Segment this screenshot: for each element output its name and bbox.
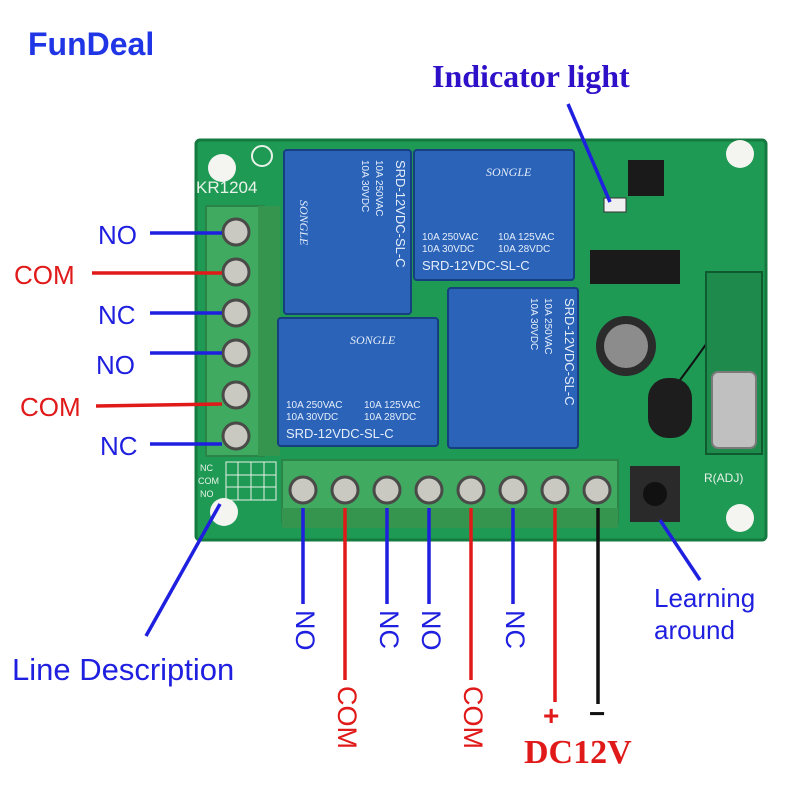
crystal <box>711 371 757 449</box>
minus-sign: − <box>589 698 606 729</box>
indicator-light-label: Indicator light <box>432 58 630 94</box>
relay-4: SRD-12VDC-SL-C 10A 250VAC 10A 30VDC <box>447 287 579 449</box>
left-screw-1 <box>221 217 251 247</box>
left-label-no-2: NO <box>96 350 135 380</box>
left-pointer-lines <box>92 231 223 446</box>
svg-text:10A 30VDC: 10A 30VDC <box>359 160 370 212</box>
left-label-no-1: NO <box>98 220 137 250</box>
svg-text:10A 30VDC: 10A 30VDC <box>422 244 474 255</box>
line-description-label: Line Description <box>12 652 235 687</box>
left-screw-4 <box>221 338 251 368</box>
svg-text:SONGLE: SONGLE <box>297 200 311 246</box>
svg-text:10A 28VDC: 10A 28VDC <box>498 244 550 255</box>
capacitor <box>596 316 656 376</box>
plus-sign: + <box>543 700 560 731</box>
svg-text:10A 30VDC: 10A 30VDC <box>286 412 338 423</box>
left-screw-5 <box>221 380 251 410</box>
left-screw-3 <box>221 298 251 328</box>
mounting-hole-bottom-right <box>726 504 754 532</box>
svg-text:10A 250VAC: 10A 250VAC <box>542 298 553 355</box>
bottom-label-no-2: NO <box>416 610 446 651</box>
ic-chip <box>590 160 680 284</box>
power-label: DC12V <box>524 734 632 771</box>
adj-silkscreen: R(ADJ) <box>704 471 743 485</box>
relay-2: SONGLE 10A 250VAC 10A 125VAC 10A 30VDC 1… <box>413 149 575 281</box>
line-description-pointer <box>144 503 222 637</box>
bottom-label-com-1: COM <box>332 686 362 749</box>
bottom-label-nc-1: NC <box>374 610 404 649</box>
left-label-nc-2: NC <box>100 431 138 461</box>
svg-text:10A 125VAC: 10A 125VAC <box>364 400 421 411</box>
svg-text:10A 125VAC: 10A 125VAC <box>498 232 555 243</box>
board-model-text: KR1204 <box>196 178 257 197</box>
mounting-hole-top-right <box>726 140 754 168</box>
svg-text:SRD-12VDC-SL-C: SRD-12VDC-SL-C <box>422 258 530 273</box>
learning-around-label: Learning around <box>654 582 794 646</box>
left-label-com-2: COM <box>20 392 81 422</box>
svg-text:10A 250VAC: 10A 250VAC <box>422 232 479 243</box>
bottom-pointer-lines <box>301 508 600 704</box>
relay-1: SRD-12VDC-SL-C 10A 250VAC 10A 30VDC SONG… <box>283 149 412 315</box>
svg-text:10A 250VAC: 10A 250VAC <box>373 160 384 217</box>
learning-pointer-line <box>658 519 702 581</box>
pin-table-silkscreen: NC COM NO <box>198 461 277 501</box>
svg-text:SONGLE: SONGLE <box>350 333 396 347</box>
mounting-hole-top-left <box>208 154 236 182</box>
svg-text:SRD-12VDC-SL-C: SRD-12VDC-SL-C <box>562 298 577 406</box>
bottom-label-nc-2: NC <box>500 610 530 649</box>
bottom-terminal-block <box>281 459 619 528</box>
svg-text:COM: COM <box>198 476 219 486</box>
svg-text:NC: NC <box>200 463 213 473</box>
svg-text:10A 30VDC: 10A 30VDC <box>528 298 539 350</box>
learning-label-line2: around <box>654 615 735 645</box>
left-terminal-block <box>205 205 280 457</box>
svg-text:SRD-12VDC-SL-C: SRD-12VDC-SL-C <box>286 426 394 441</box>
learning-label-line1: Learning <box>654 583 756 613</box>
mounting-hole-bottom-left <box>210 498 238 526</box>
svg-text:10A 250VAC: 10A 250VAC <box>286 400 343 411</box>
brand-title: FunDeal <box>28 26 155 62</box>
learning-button[interactable] <box>630 466 680 522</box>
bottom-label-com-2: COM <box>458 686 488 749</box>
svg-text:NO: NO <box>200 489 214 499</box>
relay-3: SONGLE 10A 250VAC 10A 125VAC 10A 30VDC 1… <box>277 317 439 447</box>
svg-text:SRD-12VDC-SL-C: SRD-12VDC-SL-C <box>393 160 408 268</box>
svg-text:10A 28VDC: 10A 28VDC <box>364 412 416 423</box>
left-screw-2 <box>221 257 251 287</box>
left-label-com-1: COM <box>14 260 75 290</box>
left-screw-6 <box>221 421 251 451</box>
left-label-nc-1: NC <box>98 300 136 330</box>
indicator-pointer-line <box>566 103 612 203</box>
svg-text:SONGLE: SONGLE <box>486 165 532 179</box>
bottom-label-no-1: NO <box>290 610 320 651</box>
